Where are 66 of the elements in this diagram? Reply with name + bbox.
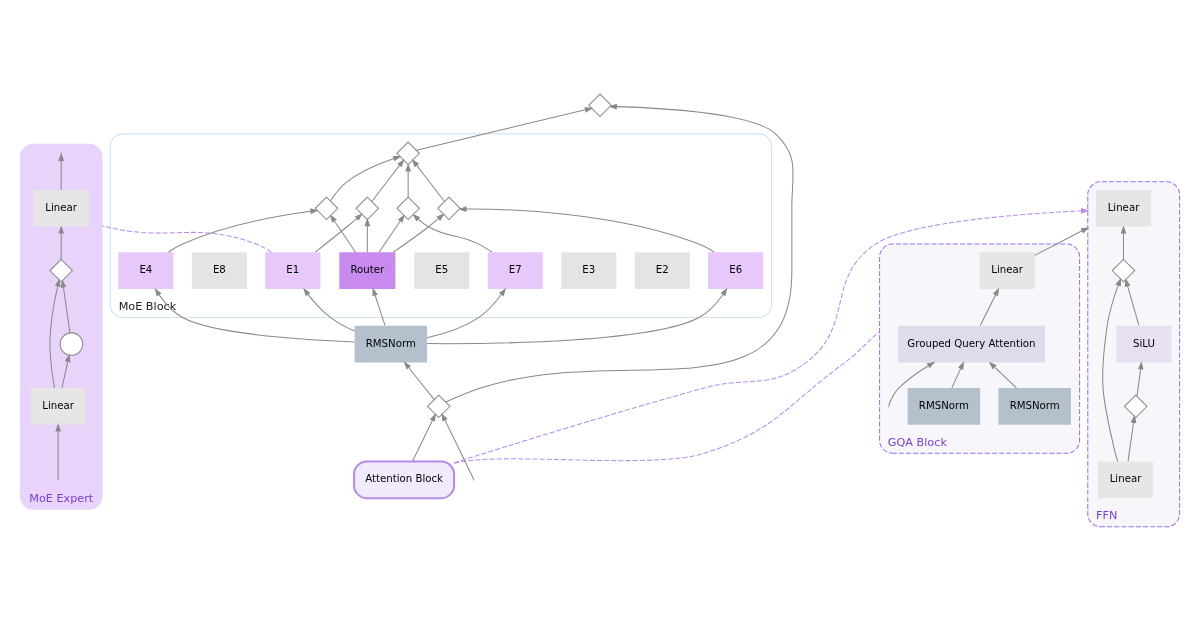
arrow: [412, 412, 436, 462]
connector: [101, 224, 272, 253]
node-diamond: [314, 195, 339, 220]
node-box: Linear: [30, 387, 86, 425]
arrow: [412, 213, 493, 253]
node-box: Linear: [33, 189, 89, 227]
arrow: [426, 287, 728, 344]
arrow: [60, 278, 71, 333]
arrow: [371, 158, 405, 202]
arrow: [1136, 360, 1144, 397]
arrow: [403, 360, 435, 400]
node-box: RMSNorm: [354, 325, 428, 362]
node-box: Grouped Query Attention: [897, 325, 1045, 362]
arrow: [329, 213, 357, 253]
arrow: [441, 412, 474, 479]
arrow: [330, 155, 402, 201]
arrow: [378, 213, 405, 253]
node-box: E1: [265, 251, 321, 289]
arrow: [314, 212, 363, 253]
arrow: [1127, 414, 1137, 462]
node-box: RMSNorm: [907, 387, 981, 425]
node-diamond: [1111, 258, 1136, 283]
arrow: [392, 212, 445, 253]
arrow: [415, 106, 594, 151]
arrow: [1124, 277, 1140, 326]
node-box: SiLU: [1116, 325, 1172, 362]
node-box: Router: [339, 251, 396, 289]
arrow: [951, 360, 965, 388]
node-box: E5: [414, 251, 470, 289]
arrow: [61, 353, 71, 388]
arrow: [1034, 226, 1090, 256]
arrow: [55, 422, 61, 479]
arrow: [154, 287, 355, 342]
node-box: Linear: [1095, 189, 1152, 227]
arrow: [1120, 224, 1127, 260]
node-diamond: [49, 258, 74, 283]
arrow: [58, 224, 65, 260]
arrow: [167, 207, 319, 253]
node-box: E7: [487, 251, 543, 289]
arrow: [445, 103, 794, 403]
node-box: E3: [561, 251, 617, 289]
arrow: [364, 217, 371, 253]
node-box: E2: [634, 251, 690, 289]
node-box: RMSNorm: [998, 387, 1071, 425]
arrow: [49, 278, 61, 388]
arrow: [405, 162, 411, 198]
node-box: E4: [118, 251, 174, 289]
arrow: [453, 207, 1090, 463]
node-box: E8: [191, 251, 247, 289]
node-box: Linear: [979, 251, 1035, 289]
node-diamond: [1123, 393, 1148, 418]
node-circle: [59, 331, 84, 356]
arrow: [458, 205, 715, 253]
node-box: Linear: [1098, 460, 1154, 498]
connector: [453, 331, 881, 464]
arrow: [426, 287, 506, 338]
arrow: [1102, 277, 1121, 462]
arrow: [979, 287, 1000, 326]
node-diamond: [588, 92, 612, 117]
arrow: [372, 287, 386, 326]
node-diamond: [426, 393, 451, 418]
node-box: E6: [708, 251, 764, 289]
node-box: Attention Block: [353, 459, 456, 499]
arrow: [411, 158, 445, 202]
arrow: [303, 287, 356, 332]
arrow: [988, 361, 1017, 388]
